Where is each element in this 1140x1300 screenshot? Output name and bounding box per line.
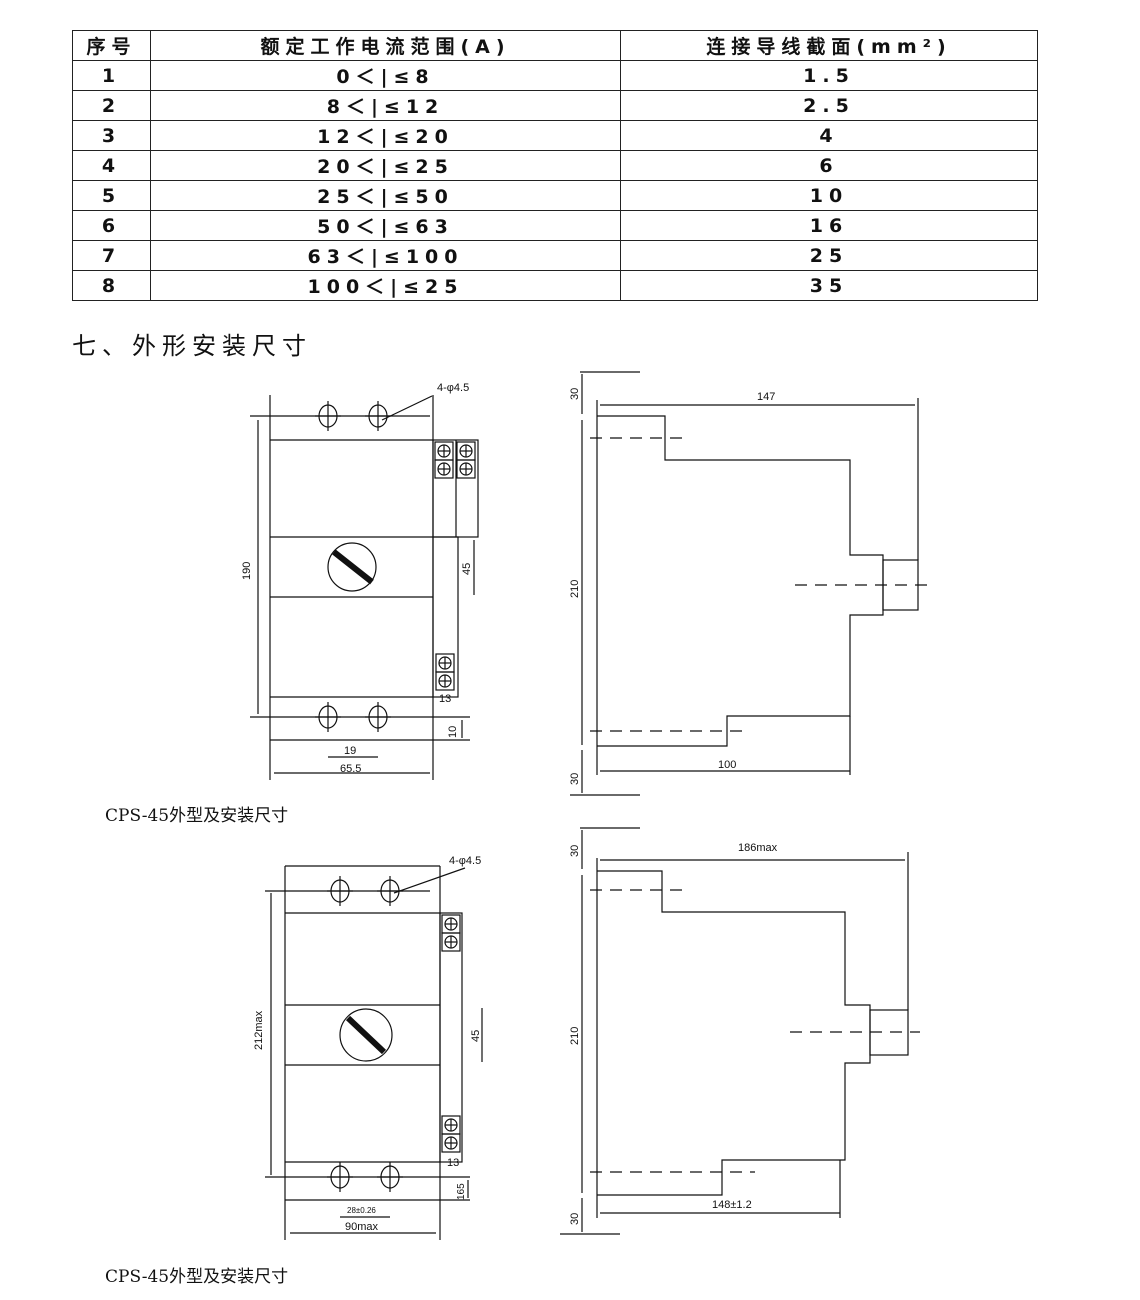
side-view-2: 186max 30 210 30 148±1.2 bbox=[560, 827, 920, 1235]
depth-label-2: 186max bbox=[738, 842, 778, 854]
width-label-2: 90max bbox=[345, 1221, 379, 1233]
table-cell: 100＜|≤25 bbox=[150, 270, 621, 301]
holes-label-2: 4-φ4.5 bbox=[449, 855, 481, 867]
gap-bottom-label: 30 bbox=[569, 773, 581, 785]
caption-2: CPS-45外型及安装尺寸 bbox=[105, 1267, 289, 1287]
term-width-label-2: 13 bbox=[447, 1157, 459, 1169]
table-cell: 3 bbox=[72, 120, 151, 151]
table-cell: 8＜|≤12 bbox=[150, 90, 621, 121]
table-cell: 2 bbox=[72, 90, 151, 121]
table-cell: 20＜|≤25 bbox=[150, 150, 621, 181]
table-cell: 0＜|≤8 bbox=[150, 60, 621, 91]
bottom-label-2: 165 bbox=[456, 1183, 467, 1200]
table-cell: 35 bbox=[620, 270, 1038, 301]
table-cell: 5 bbox=[72, 180, 151, 211]
height-label: 190 bbox=[241, 562, 253, 580]
side-view-1: 147 30 210 30 100 bbox=[569, 371, 935, 796]
pitch-label-2: 28±0.26 bbox=[347, 1206, 376, 1215]
side-height-label-2: 210 bbox=[569, 1027, 581, 1045]
term-width-label: 13 bbox=[439, 693, 451, 705]
table-cell: 1 bbox=[72, 60, 151, 91]
table-cell: 4 bbox=[620, 120, 1038, 151]
table-cell: 16 bbox=[620, 210, 1038, 241]
height-label-2: 212max bbox=[253, 1010, 265, 1050]
table-cell: 8 bbox=[72, 270, 151, 301]
gap-top-label: 30 bbox=[569, 388, 581, 400]
header-no: 序号 bbox=[72, 30, 151, 61]
holes-label: 4-φ4.5 bbox=[437, 382, 469, 394]
table-cell: 25＜|≤50 bbox=[150, 180, 621, 211]
table-cell: 2.5 bbox=[620, 90, 1038, 121]
width-label: 65.5 bbox=[340, 763, 361, 775]
header-current: 额定工作电流范围(A) bbox=[150, 30, 621, 61]
table-header: 序号 额定工作电流范围(A) 连接导线截面(mm²) bbox=[72, 30, 1038, 61]
depth-label: 147 bbox=[757, 391, 775, 403]
bottom-label: 10 bbox=[447, 726, 459, 738]
section-title: 七、外形安装尺寸 bbox=[72, 332, 312, 360]
side-height-label: 210 bbox=[569, 580, 581, 598]
gap-top-label-2: 30 bbox=[569, 845, 581, 857]
table-cell: 12＜|≤20 bbox=[150, 120, 621, 151]
caption-1: CPS-45外型及安装尺寸 bbox=[105, 806, 289, 826]
pitch-label: 19 bbox=[344, 745, 356, 757]
base-depth-label: 100 bbox=[718, 759, 736, 771]
base-depth-label-2: 148±1.2 bbox=[712, 1199, 752, 1211]
table-cell: 25 bbox=[620, 240, 1038, 271]
front-view-1: 4-φ4.5 190 45 13 10 19 65.5 bbox=[241, 382, 479, 780]
table-cell: 6 bbox=[620, 150, 1038, 181]
knob-dim-label: 45 bbox=[461, 563, 473, 575]
gap-bottom-label-2: 30 bbox=[569, 1213, 581, 1225]
knob-dim-label-2: 45 bbox=[470, 1030, 482, 1042]
front-view-2: 4-φ4.5 212max 45 13 165 28±0.26 90max bbox=[253, 855, 483, 1240]
table-cell: 50＜|≤63 bbox=[150, 210, 621, 241]
